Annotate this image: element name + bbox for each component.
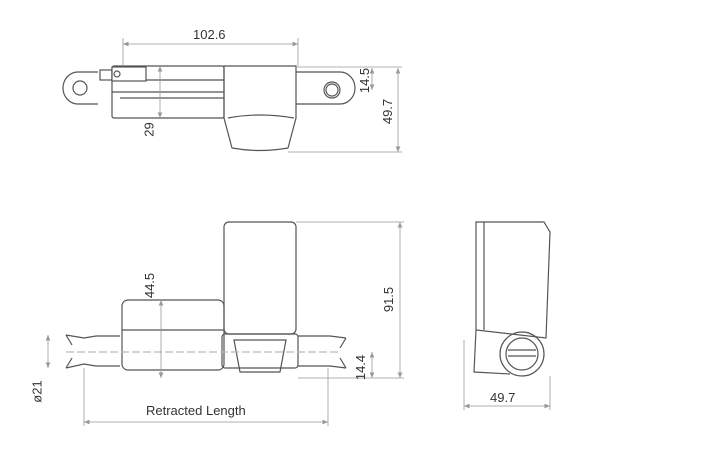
dim-top-offset: 29 [141,122,157,137]
retracted-length-label: Retracted Length [146,403,246,418]
top-view [62,65,356,152]
side-view [473,221,551,377]
dim-axis-height: 14.4 [353,354,369,381]
dim-top-width: 102.6 [193,27,226,42]
front-view [65,221,347,373]
dim-diameter: ø21 [29,380,45,403]
dim-top-small-height: 14.5 [357,67,373,94]
dim-top-total-height: 49.7 [380,98,396,125]
dim-body-height: 44.5 [142,272,158,299]
dim-side-width: 49.7 [490,390,516,405]
dim-motor-height: 91.5 [381,286,397,313]
